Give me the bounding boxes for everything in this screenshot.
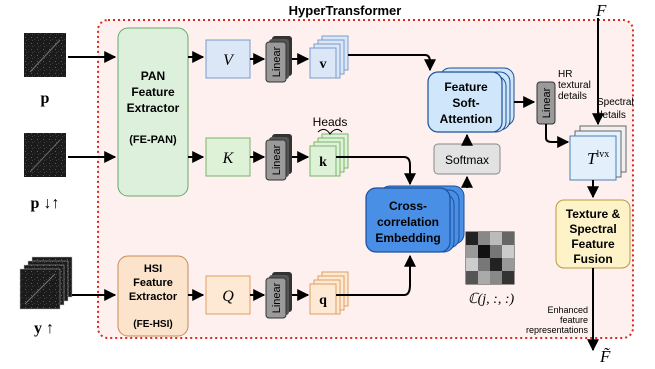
enhanced-line1: Enhanced bbox=[547, 305, 588, 315]
cross-corr-line3: Embedding bbox=[375, 231, 440, 245]
q-heads-stack: q bbox=[309, 271, 349, 315]
k-label: K bbox=[222, 150, 235, 167]
hsi-image-stack bbox=[19, 256, 73, 310]
softmax-label: Softmax bbox=[445, 153, 489, 167]
linear-output-label: Linear bbox=[541, 87, 553, 118]
fe-hsi-line3: Extractor bbox=[129, 291, 178, 303]
q-label: Q bbox=[222, 288, 234, 305]
enhanced-line3: representations bbox=[526, 325, 589, 335]
v-heads-stack: v bbox=[309, 35, 349, 79]
k-block bbox=[205, 137, 251, 177]
f-output-label: F̃ bbox=[599, 347, 611, 366]
enhanced-line2: feature bbox=[560, 315, 588, 325]
q-block bbox=[205, 275, 251, 315]
heads-label: Heads bbox=[313, 115, 348, 129]
linear-v-label: Linear bbox=[271, 46, 283, 77]
linear-q-stack: Linear bbox=[265, 272, 292, 319]
fe-hsi-line2: Feature bbox=[133, 277, 173, 289]
fe-pan-line2: Feature bbox=[131, 85, 175, 99]
q-small-label: q bbox=[319, 293, 327, 308]
hr-textural-line1: HR bbox=[558, 69, 572, 80]
attention-line2: Soft- bbox=[452, 96, 479, 110]
fusion-line3: Feature bbox=[571, 237, 615, 251]
attention-line1: Feature bbox=[444, 80, 488, 94]
t-lvx-symbol: T bbox=[587, 149, 598, 168]
v-label: V bbox=[223, 52, 235, 69]
p-label: p bbox=[41, 90, 50, 107]
corr-matrix-label: ℂ(j, :, :) bbox=[468, 292, 515, 307]
attention-line3: Attention bbox=[440, 112, 493, 126]
linear-k-stack: Linear bbox=[265, 134, 292, 181]
heads-brace bbox=[317, 128, 343, 135]
correlation-matrix bbox=[465, 231, 515, 285]
fe-hsi-line1: HSI bbox=[144, 263, 162, 275]
cross-corr-line2: correlation bbox=[377, 215, 439, 229]
fusion-line4: Fusion bbox=[573, 252, 612, 266]
fe-pan-line1: PAN bbox=[141, 69, 165, 83]
fe-hsi-line4: (FE-HSI) bbox=[133, 319, 172, 330]
k-heads-stack: k bbox=[309, 133, 349, 177]
fusion-line1: Texture & bbox=[566, 207, 621, 221]
y-label: y ↑ bbox=[34, 320, 54, 337]
spectral-line1: Spectral bbox=[597, 97, 634, 108]
k-small-label: k bbox=[319, 155, 327, 170]
t-lvx-stack bbox=[569, 125, 627, 181]
fe-pan-line4: (FE-PAN) bbox=[129, 134, 177, 146]
v-small-label: v bbox=[320, 57, 327, 72]
f-input-label: F bbox=[595, 1, 607, 20]
fusion-line2: Spectral bbox=[569, 222, 616, 236]
t-lvx-label: Tlvx bbox=[587, 149, 609, 168]
pan-down-image bbox=[24, 133, 66, 177]
linear-k-label: Linear bbox=[271, 144, 283, 175]
hr-textural-line2: textural bbox=[558, 80, 591, 91]
pan-image bbox=[24, 33, 66, 77]
p-down-label: p ↓↑ bbox=[31, 195, 60, 212]
cross-correlation-stack bbox=[365, 185, 465, 253]
diagram-title: HyperTransformer bbox=[289, 3, 402, 18]
fe-pan-line3: Extractor bbox=[127, 101, 180, 115]
soft-attention-stack bbox=[427, 67, 515, 133]
t-lvx-superscript: lvx bbox=[596, 149, 609, 160]
linear-v-stack: Linear bbox=[265, 36, 292, 83]
fe-pan-block bbox=[117, 27, 189, 197]
spectral-line2: details bbox=[597, 110, 626, 121]
cross-corr-line1: Cross- bbox=[389, 199, 427, 213]
linear-q-label: Linear bbox=[271, 282, 283, 313]
hr-textural-line3: details bbox=[558, 91, 587, 102]
